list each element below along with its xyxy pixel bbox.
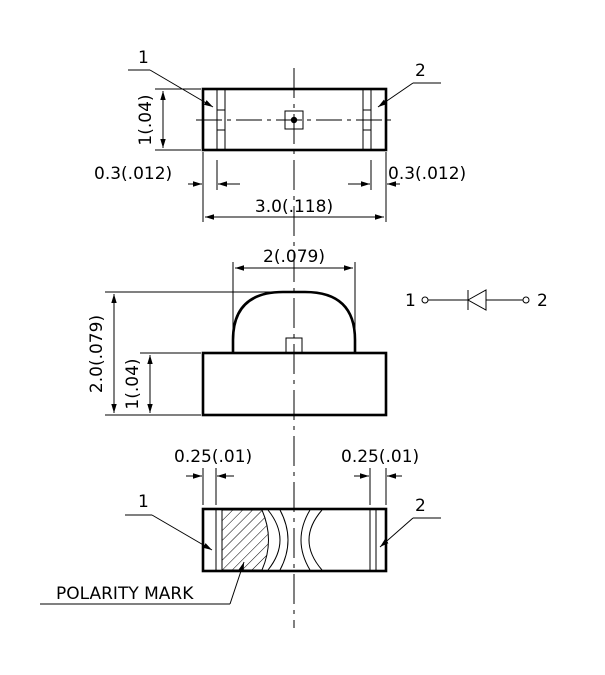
side-view-total-height-dim: 2.0(.079): [87, 315, 107, 393]
schematic-diode-triangle: [466, 289, 487, 311]
bottom-view-pad-right-dim: 0.25(.01): [341, 447, 419, 467]
top-view-pad-left-dim: 0.3(.012): [94, 164, 172, 184]
schematic-pin2-label: 2: [537, 291, 548, 311]
top-view-left-pad: [216, 89, 226, 150]
top-view-pin1-label: 1: [138, 48, 149, 68]
bottom-view-center-pad: [267, 509, 281, 571]
schematic-pin2-terminal: [522, 296, 530, 304]
diode-schematic: 1 2: [405, 289, 548, 311]
bottom-view-pad-left-dim: 0.25(.01): [174, 447, 252, 467]
side-view-lens-width-dim: 2(.079): [263, 247, 325, 267]
bottom-view-pin1-label: 1: [138, 492, 149, 512]
side-view: 2(.079) 2.0(.079) 1(.04): [87, 247, 388, 417]
top-view-die: [284, 110, 304, 130]
side-view-die: [285, 337, 303, 354]
top-view-pad-right-dim: 0.3(.012): [388, 164, 466, 184]
schematic-pin1-terminal: [421, 296, 429, 304]
schematic-pin1-label: 1: [405, 291, 416, 311]
polarity-mark-label: POLARITY MARK: [56, 584, 194, 604]
top-view-right-pad: [362, 89, 372, 150]
bottom-view: 0.25(.01) 0.25(.01) 1 2 POLARITY MARK: [40, 447, 441, 605]
side-view-lens-dome: [231, 290, 357, 353]
side-view-body-height-dim: 1(.04): [123, 358, 143, 409]
top-view: 1 2 1(.04) 0.3(.012) 0.3(.012) 3.0(.118): [94, 48, 466, 222]
bottom-view-pin2-label: 2: [415, 496, 426, 516]
top-view-length-dim: 3.0(.118): [255, 197, 333, 217]
bottom-view-polarity-hatch: [221, 509, 269, 571]
top-view-die-dot: [290, 116, 298, 124]
top-view-pin2-label: 2: [415, 61, 426, 81]
top-view-height-dim: 1(.04): [136, 94, 156, 145]
